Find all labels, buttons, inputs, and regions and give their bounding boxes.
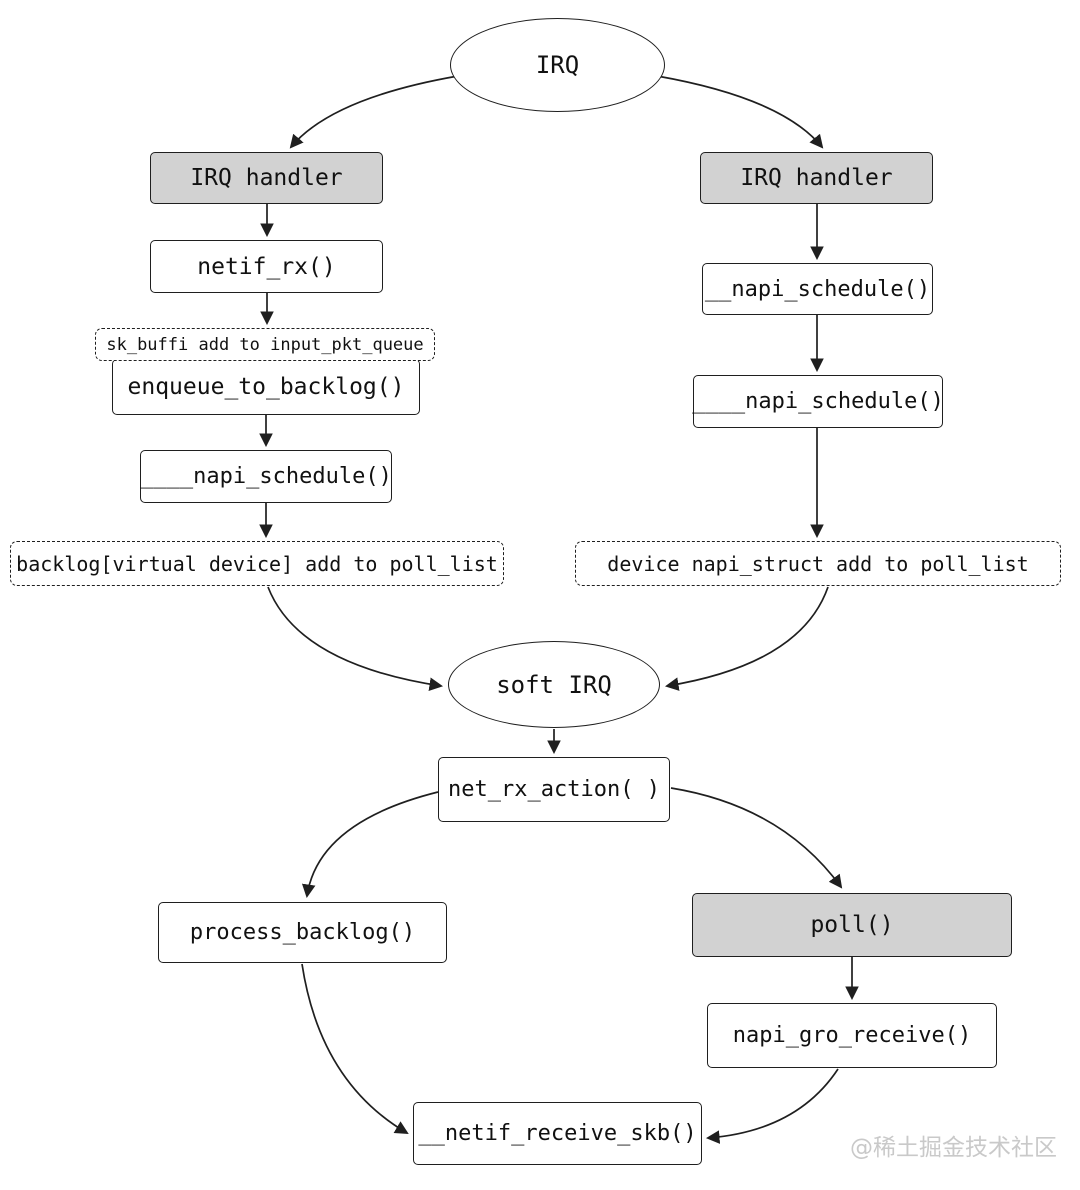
node-netif-receive-skb: __netif_receive_skb() xyxy=(413,1102,702,1165)
node-backlog-poll-list-note: backlog[virtual device] add to poll_list xyxy=(10,541,504,586)
edge-napi-gro-to-netif-receive-skb xyxy=(705,1068,839,1144)
node-irq-handler-left: IRQ handler xyxy=(150,152,383,204)
node-net-rx-action: net_rx_action( ) xyxy=(438,757,670,822)
edge-irq-to-irq-handler-right xyxy=(656,75,824,149)
node-napi-gro-receive: napi_gro_receive() xyxy=(707,1003,997,1068)
node-skb-note: sk_buffi add to input_pkt_queue xyxy=(95,328,435,361)
edge-process-backlog-to-netif-receive-skb xyxy=(301,963,409,1135)
edge-backlog-note-to-soft-irq xyxy=(267,586,444,691)
node-enqueue-to-backlog: enqueue_to_backlog() xyxy=(112,359,420,415)
node-irq-handler-right: IRQ handler xyxy=(700,152,933,204)
watermark-text: @稀土掘金技术社区 xyxy=(850,1135,1057,1161)
node-irq: IRQ xyxy=(450,18,665,112)
node-soft-irq: soft IRQ xyxy=(448,641,660,728)
node-napi-schedule-left: ____napi_schedule() xyxy=(140,450,392,503)
edge-device-note-to-soft-irq xyxy=(664,586,829,691)
node-process-backlog: process_backlog() xyxy=(158,902,447,963)
node-napi-schedule-outer: __napi_schedule() xyxy=(702,263,933,315)
node-netif-rx: netif_rx() xyxy=(150,240,383,293)
edge-irq-to-irq-handler-left xyxy=(289,75,459,149)
edge-net-rx-action-to-poll xyxy=(670,787,843,889)
edge-net-rx-action-to-process-backlog xyxy=(301,791,439,899)
node-napi-schedule-inner: ____napi_schedule() xyxy=(692,375,944,428)
node-poll: poll() xyxy=(692,893,1012,957)
node-device-poll-list-note: device napi_struct add to poll_list xyxy=(575,541,1061,586)
